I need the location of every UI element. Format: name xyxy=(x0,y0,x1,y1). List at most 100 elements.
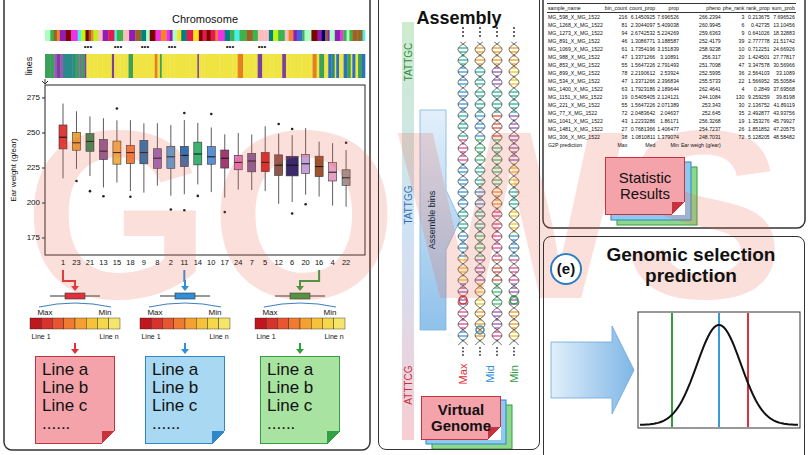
base-pair xyxy=(460,243,466,244)
sequence: TATTGG xyxy=(403,185,414,224)
base-pair xyxy=(475,247,485,248)
base-pair xyxy=(513,87,514,88)
table-cell: 0.712251 xyxy=(745,45,770,53)
base-pair xyxy=(459,79,467,80)
base-pair xyxy=(510,183,517,184)
node-body: Statistic Results xyxy=(612,170,678,202)
density-curve xyxy=(640,325,798,425)
base-pair xyxy=(460,195,465,196)
table-cell: 6 xyxy=(722,21,746,29)
base-pair xyxy=(513,339,515,340)
node-text: ...... xyxy=(42,415,108,433)
rank-end: Max xyxy=(37,309,52,318)
base-pair xyxy=(462,87,463,88)
line-genotype-bin xyxy=(362,54,364,78)
base-pair xyxy=(458,191,468,192)
box xyxy=(275,155,283,176)
table-cell: 48.58482 xyxy=(771,133,796,141)
table-cell: 2.0483642 xyxy=(628,109,656,117)
median-line xyxy=(248,161,256,162)
table-cell: 2.136752 xyxy=(745,101,770,109)
chromosome-bin xyxy=(357,30,363,41)
base-pair xyxy=(462,175,464,176)
chromosome-bin xyxy=(123,30,129,41)
line-genotype-bin xyxy=(344,54,348,78)
table-cell: 20 xyxy=(722,53,746,61)
table-cell: 19 xyxy=(722,117,746,125)
chromosome-bin xyxy=(328,30,330,41)
table-cell: G2P prediction xyxy=(547,141,604,149)
table-cell: 130 xyxy=(722,93,746,101)
base-pair xyxy=(509,235,519,236)
table-cell: 35.50584 xyxy=(771,77,796,85)
base-pair xyxy=(462,207,465,208)
base-pair xyxy=(479,163,482,164)
node-text: Line a xyxy=(42,361,108,379)
base-pair xyxy=(479,307,481,308)
table-header: sample_name xyxy=(547,4,604,13)
chromosome-bin xyxy=(91,30,93,41)
line-list-doc: Line aLine bLine c...... xyxy=(260,356,340,444)
category-label: 11 xyxy=(180,259,188,267)
box xyxy=(59,125,67,149)
category-label: 4 xyxy=(331,259,335,267)
base-pair xyxy=(458,171,467,172)
base-pair xyxy=(509,147,519,148)
base-pair xyxy=(512,187,515,188)
base-pair xyxy=(494,327,499,328)
rank-end: Line n xyxy=(209,333,228,341)
line-genotype-bin xyxy=(262,54,267,78)
table-cell: 253.343 xyxy=(680,101,722,109)
table-cell: 2.492877 xyxy=(745,109,770,117)
rank-cell xyxy=(41,318,52,329)
line-genotype-bin xyxy=(50,54,54,78)
median-line xyxy=(180,155,188,156)
line-genotype-bin xyxy=(192,54,198,78)
category-label: 8 xyxy=(155,259,159,267)
table-cell: 55 xyxy=(604,61,629,69)
rank-end: Line 1 xyxy=(256,333,275,341)
category-label: 16 xyxy=(315,259,323,267)
box xyxy=(153,149,161,169)
base-pair xyxy=(479,143,482,144)
ellipsis-dot xyxy=(496,31,498,33)
dna-strand xyxy=(509,42,519,345)
tick-label: 175 xyxy=(27,234,40,243)
base-pair xyxy=(462,295,464,296)
table-cell: MG_899_X_MG_1522 xyxy=(547,69,604,77)
table-cell: 43.93756 xyxy=(771,109,796,117)
table-cell: MG_1481_X_MG_1522 xyxy=(547,125,604,133)
axis-title: Ear weight (g/ear) xyxy=(10,138,19,202)
base-pair xyxy=(459,215,468,216)
median-line xyxy=(342,177,350,178)
base-pair xyxy=(477,151,482,152)
base-pair xyxy=(458,279,468,280)
base-pair xyxy=(492,191,502,192)
line-genotype-bin xyxy=(190,54,192,78)
table-cell: 2.777778 xyxy=(745,37,770,45)
base-pair xyxy=(479,207,482,208)
base-pair xyxy=(458,159,468,160)
table-cell: MG_221_X_MG_1522 xyxy=(547,101,604,109)
node-text: (e) xyxy=(557,261,575,278)
ellipsis-dot xyxy=(513,27,515,29)
base-pair xyxy=(492,179,501,180)
chromosome-bin xyxy=(330,30,335,41)
dna-strand xyxy=(458,42,468,345)
category-label: 6 xyxy=(290,259,294,267)
table-cell: 1.566952 xyxy=(745,77,770,85)
base-pair xyxy=(478,231,481,232)
line-genotype-bin xyxy=(204,54,208,78)
chromosome-bin xyxy=(335,30,341,41)
base-pair xyxy=(460,155,466,156)
table-cell: 1.3371266 xyxy=(628,53,656,61)
line-list-doc: Line aLine bLine c...... xyxy=(145,356,225,444)
table-cell: 251.7098 xyxy=(680,61,722,69)
base-pair xyxy=(496,87,497,88)
base-pair xyxy=(475,71,485,72)
base-pair xyxy=(496,295,498,296)
table-cell: 10 xyxy=(722,45,746,53)
base-pair xyxy=(513,99,516,100)
prediction-panel: Genomic selection prediction(e) xyxy=(543,236,805,455)
base-pair xyxy=(477,331,483,332)
